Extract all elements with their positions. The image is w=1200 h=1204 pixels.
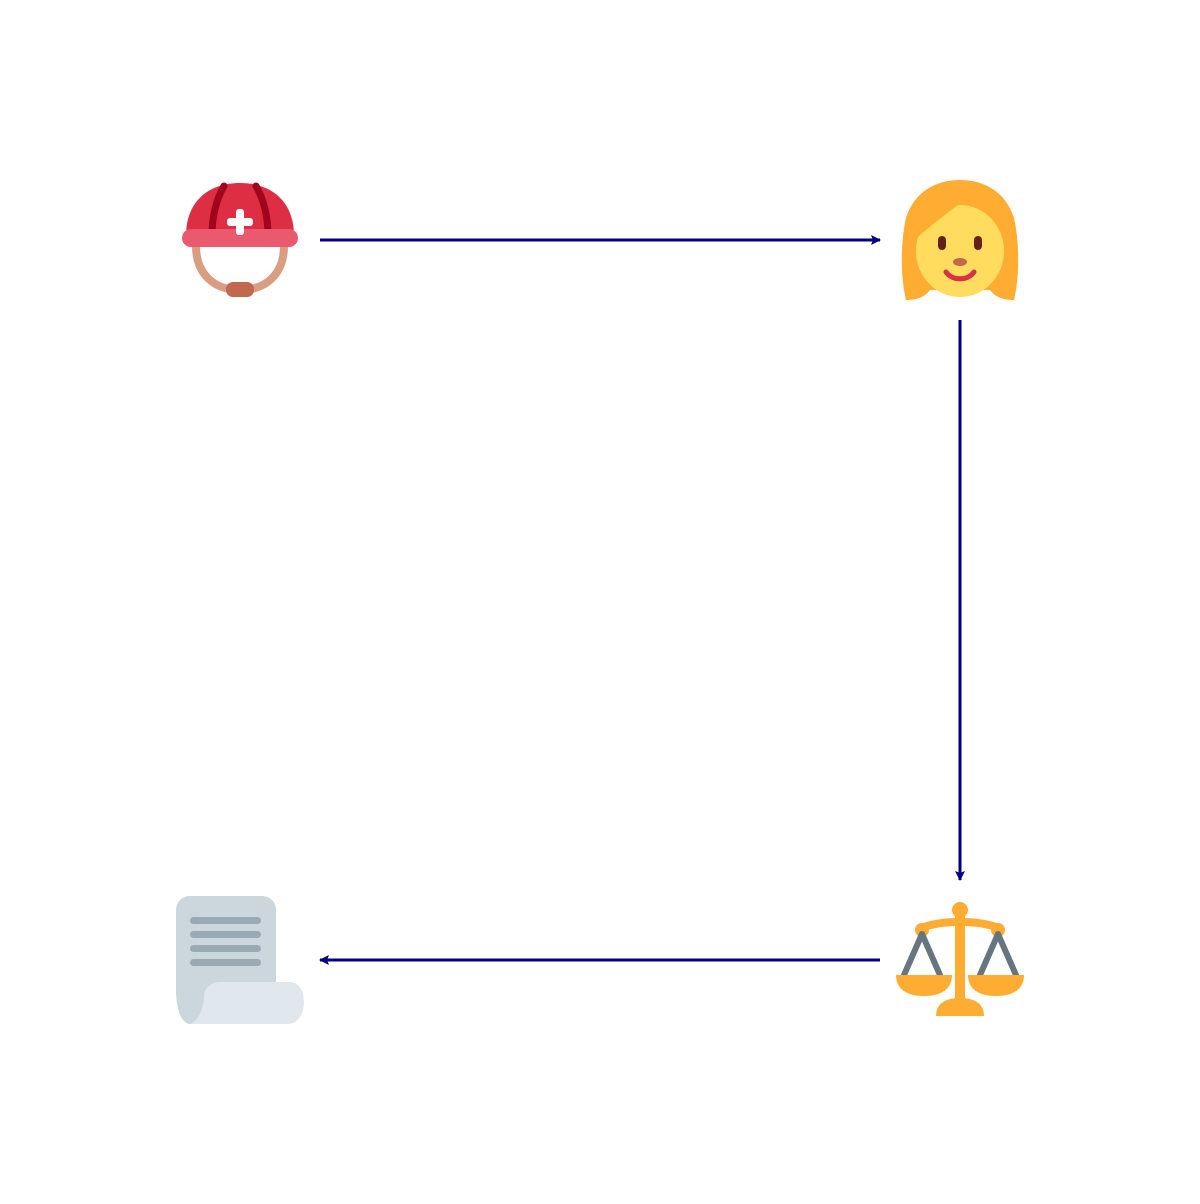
woman-icon — [901, 180, 1019, 300]
edges — [319, 235, 965, 965]
scroll-icon — [176, 896, 304, 1024]
rescue-worker-helmet-icon — [182, 182, 298, 297]
balance-scale-icon — [896, 902, 1024, 1016]
